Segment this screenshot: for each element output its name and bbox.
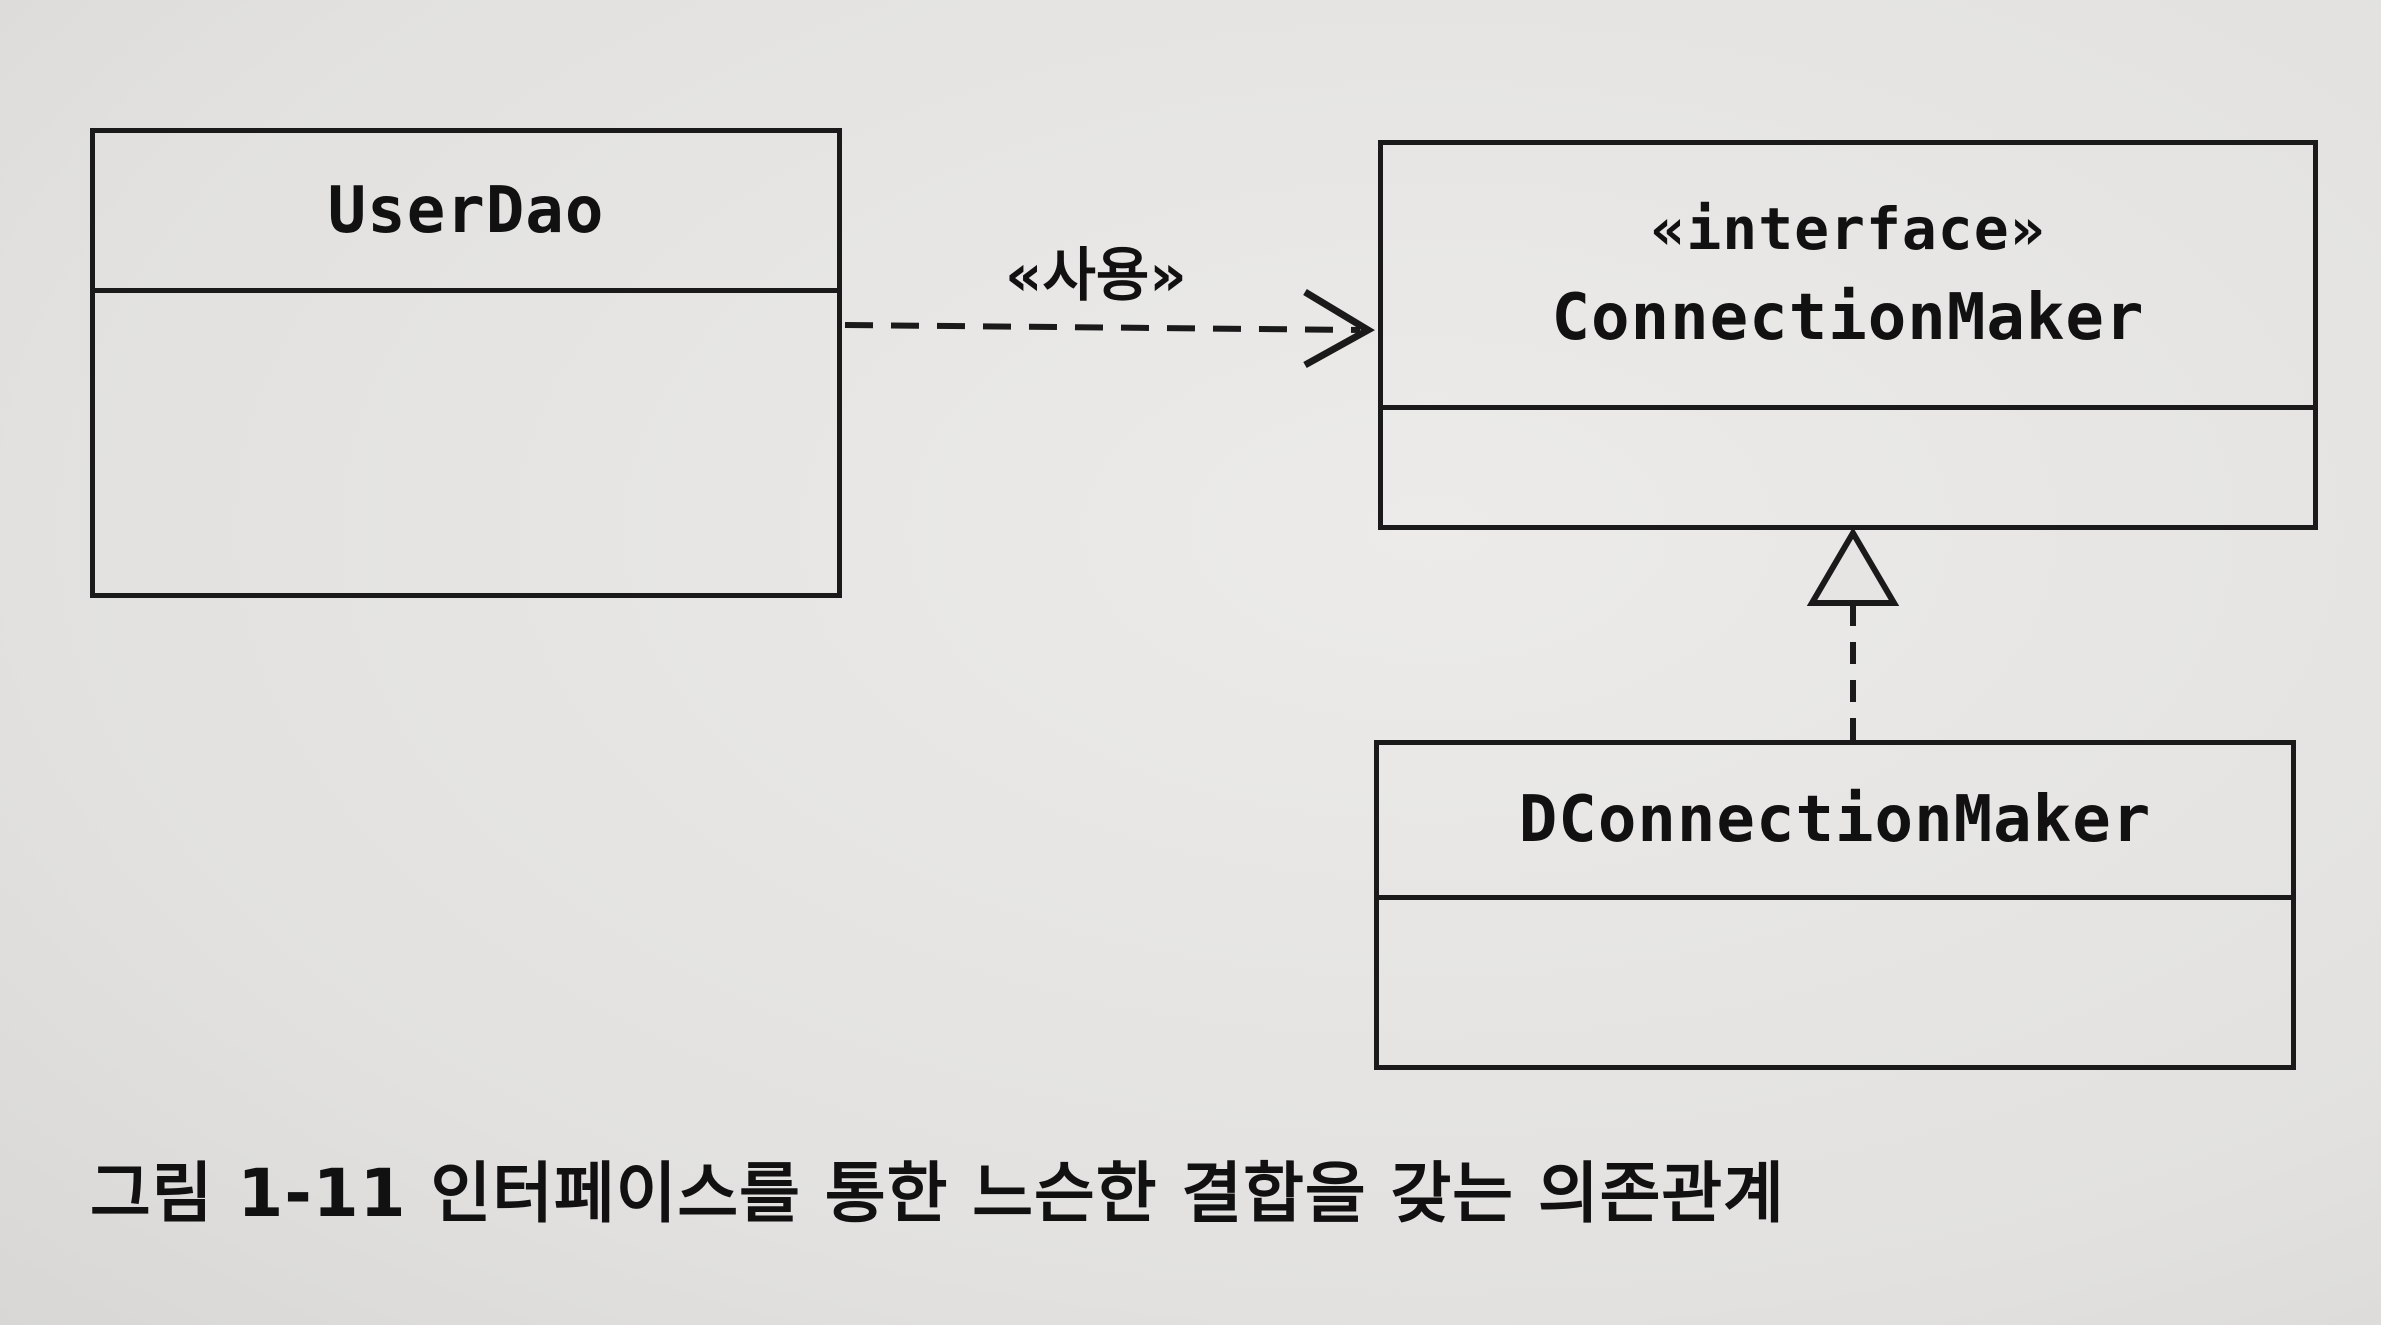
class-name-compartment: DConnectionMaker xyxy=(1379,745,2291,900)
class-body-compartment xyxy=(95,293,837,593)
class-box-connectionmaker: «interface» ConnectionMaker xyxy=(1378,140,2318,530)
stereotype-interface: «interface» xyxy=(1650,195,2046,263)
dependency-line xyxy=(844,322,1361,333)
hollow-triangle-arrowhead xyxy=(1806,527,1900,606)
class-name-dconnectionmaker: DConnectionMaker xyxy=(1518,783,2152,857)
figure-caption: 그림 1-11 인터페이스를 통한 느슨한 결합을 갖는 의존관계 xyxy=(90,1155,1785,1232)
class-name-compartment: «interface» ConnectionMaker xyxy=(1383,145,2313,410)
class-body-compartment xyxy=(1379,900,2291,1065)
class-name-compartment: UserDao xyxy=(95,133,837,293)
class-box-userdao: UserDao xyxy=(90,128,842,598)
class-name-connectionmaker: ConnectionMaker xyxy=(1551,281,2145,355)
open-arrowhead xyxy=(1303,289,1375,369)
dependency-label: «사용» xyxy=(1005,241,1187,309)
class-name-userdao: UserDao xyxy=(327,173,605,248)
class-box-dconnectionmaker: DConnectionMaker xyxy=(1374,740,2296,1070)
class-body-compartment xyxy=(1383,410,2313,525)
